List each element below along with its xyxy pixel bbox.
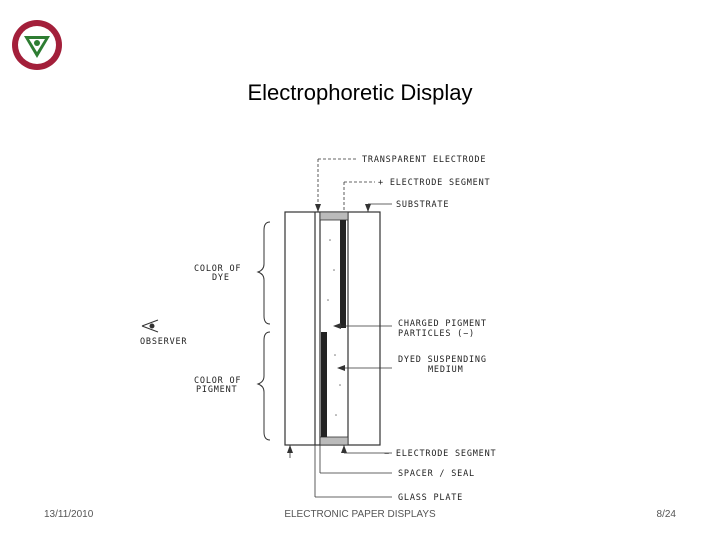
label-glass-plate: GLASS PLATE — [398, 493, 463, 503]
observer-eye-icon — [141, 319, 159, 333]
footer-date: 13/11/2010 — [44, 509, 94, 520]
pigment-layer-bottom — [321, 332, 327, 437]
label-plus-electrode-segment: + ELECTRODE SEGMENT — [378, 178, 490, 188]
spacer-seal-bottom — [319, 436, 349, 446]
label-observer: OBSERVER — [140, 337, 187, 347]
label-spacer-seal: SPACER / SEAL — [398, 469, 475, 479]
label-substrate: SUBSTRATE — [396, 200, 449, 210]
slide-title: Electrophoretic Display — [247, 80, 473, 105]
display-cell-outline — [284, 211, 381, 446]
spacer-seal-top — [319, 211, 349, 221]
university-seal-logo — [12, 20, 62, 70]
pigment-layer-top — [340, 220, 346, 328]
label-dyed-medium-1: DYED SUSPENDING — [398, 355, 487, 365]
brace-dye — [256, 221, 271, 325]
footer-page-number: 8/24 — [656, 509, 676, 520]
label-color-of-pigment-2: PIGMENT — [196, 385, 237, 395]
label-minus-electrode-segment: − ELECTRODE SEGMENT — [384, 449, 496, 459]
label-charged-pigment-1: CHARGED PIGMENT — [398, 319, 487, 329]
label-transparent-electrode: TRANSPARENT ELECTRODE — [362, 155, 486, 165]
label-dyed-medium-2: MEDIUM — [428, 365, 464, 375]
footer-title: ELECTRONIC PAPER DISPLAYS — [284, 509, 436, 520]
electrophoretic-display-diagram: TRANSPARENT ELECTRODE + ELECTRODE SEGMEN… — [140, 155, 496, 503]
label-charged-pigment-2: PARTICLES (−) — [398, 329, 475, 339]
label-color-of-dye-1: COLOR OF — [194, 264, 241, 274]
label-color-of-pigment-1: COLOR OF — [194, 376, 241, 386]
brace-pigment — [256, 331, 271, 441]
label-color-of-dye-2: DYE — [212, 273, 230, 283]
